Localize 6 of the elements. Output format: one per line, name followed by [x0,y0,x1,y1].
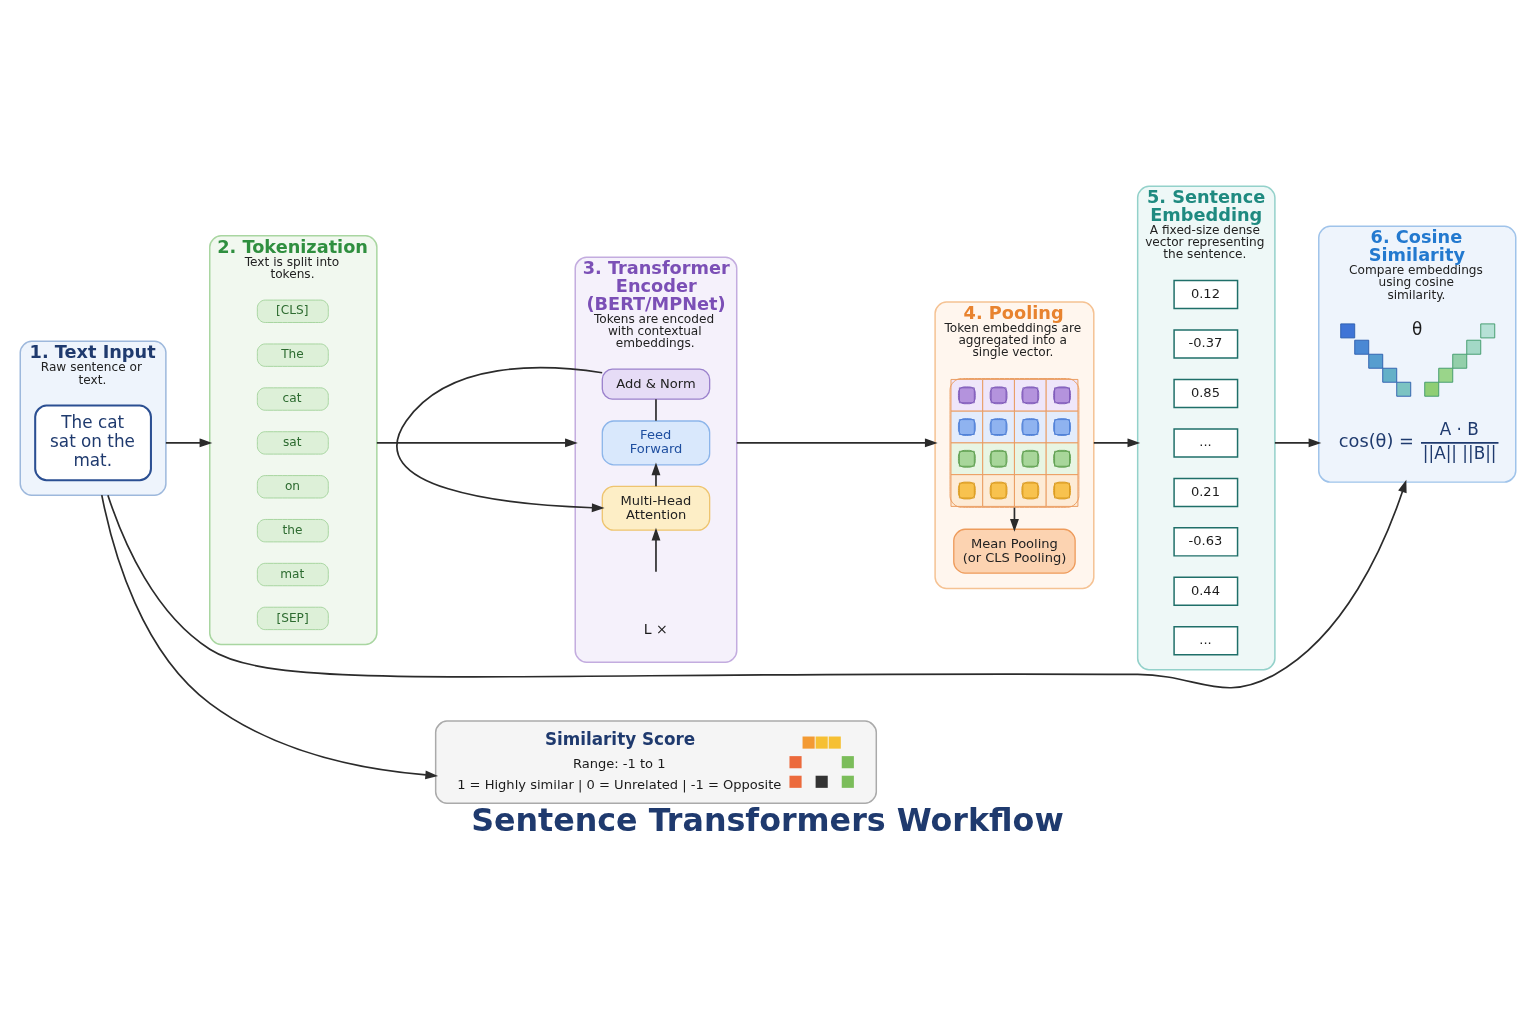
diagram-title: Sentence Transformers Workflow [471,802,1064,839]
label: θ [1412,319,1423,340]
label: A · B [1439,418,1479,439]
label: ||A|| ||B|| [1422,443,1497,464]
label: L × [643,620,668,637]
label: cos(θ) = [1338,431,1414,452]
